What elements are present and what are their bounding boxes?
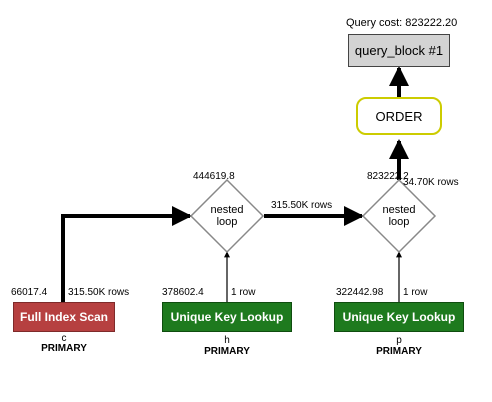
nested-loop-2-label[interactable]: nested loop xyxy=(382,204,415,228)
nested-loop-2-cost: 823222.2 xyxy=(367,171,409,182)
table-c-op-label: Full Index Scan xyxy=(19,310,109,324)
query-cost-label: Query cost: 823222.20 xyxy=(346,17,458,29)
order-node[interactable]: ORDER xyxy=(356,97,442,135)
nested-loop-1-label[interactable]: nested loop xyxy=(210,204,243,228)
nested-loop-1-label-line2: loop xyxy=(216,216,238,228)
table-h-rows: 1 row xyxy=(231,287,256,298)
query-block-node[interactable]: query_block #1 xyxy=(348,34,450,67)
table-p-op-label: Unique Key Lookup xyxy=(342,310,456,324)
table-p-key: PRIMARY xyxy=(376,346,422,357)
edge-loop2-to-order-rows: 34.70K rows xyxy=(403,177,459,188)
table-p-cost: 322442.98 xyxy=(336,287,384,298)
table-c-cost: 66017.4 xyxy=(11,287,48,298)
table-c-alias: c xyxy=(61,333,67,344)
nested-loop-2-label-line1: nested xyxy=(382,204,416,216)
query-block-label: query_block #1 xyxy=(354,43,444,58)
edge-c-to-loop1 xyxy=(61,206,192,302)
table-h-node[interactable]: Unique Key Lookup xyxy=(162,302,292,332)
table-p-rows: 1 row xyxy=(403,287,428,298)
nested-loop-1-cost: 444619.8 xyxy=(193,171,235,182)
nested-loop-1-diamond xyxy=(189,178,265,254)
nested-loop-1-label-line1: nested xyxy=(210,204,244,216)
nested-loop-2-diamond xyxy=(361,178,437,254)
table-h-key: PRIMARY xyxy=(204,346,250,357)
edge-loop1-to-loop2-rows: 315.50K rows xyxy=(271,200,333,211)
table-c-key: PRIMARY xyxy=(41,343,87,354)
table-h-cost: 378602.4 xyxy=(162,287,204,298)
table-p-node[interactable]: Unique Key Lookup xyxy=(334,302,464,332)
order-label: ORDER xyxy=(375,108,423,124)
table-h-alias: h xyxy=(224,335,230,346)
table-p-alias: p xyxy=(396,335,402,346)
table-c-rows: 315.50K rows xyxy=(68,287,130,298)
table-h-op-label: Unique Key Lookup xyxy=(170,310,284,324)
nested-loop-2-label-line2: loop xyxy=(388,216,410,228)
table-c-node[interactable]: Full Index Scan xyxy=(13,302,115,332)
